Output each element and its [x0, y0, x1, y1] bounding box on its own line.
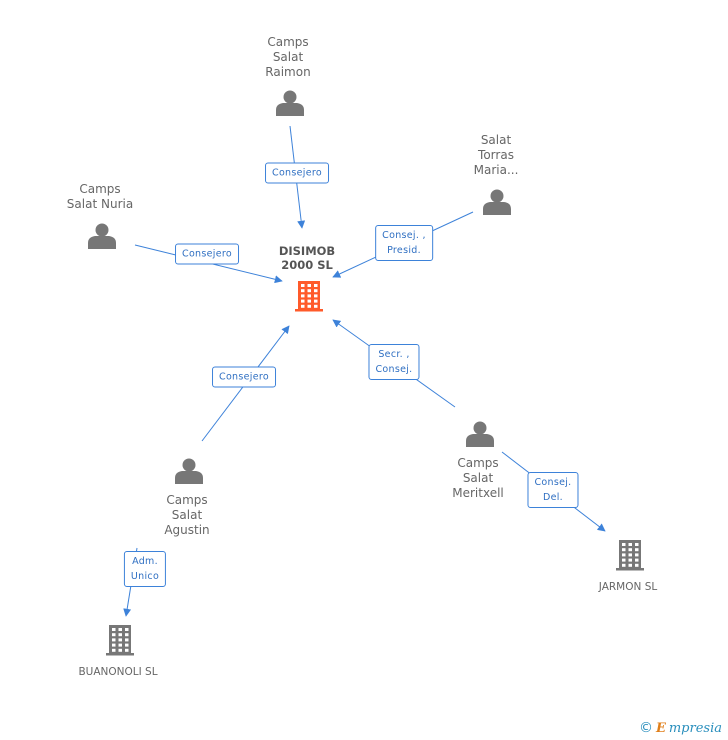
person-name-raimon[interactable]: Camps Salat Raimon [265, 35, 311, 79]
person-name-maria[interactable]: Salat Torras Maria... [473, 133, 519, 177]
person-icon-raimon[interactable] [276, 90, 304, 117]
copyright-symbol: © [638, 720, 653, 736]
relation-badge-agustin-buanonoli[interactable]: Adm. Unico [123, 551, 167, 587]
relation-badge-nuria-center[interactable]: Consejero [175, 243, 239, 265]
person-icon-meritxell[interactable] [466, 421, 494, 448]
company-name-jarmon[interactable]: JARMON SL [598, 581, 658, 593]
person-name-agustin[interactable]: Camps Salat Agustin [164, 493, 210, 537]
relation-badge-meritxell-jarmon[interactable]: Consej. Del. [527, 472, 579, 508]
person-icon-maria[interactable] [483, 189, 511, 216]
building-icon-jarmon[interactable] [616, 540, 644, 571]
person-icon-nuria[interactable] [88, 223, 116, 250]
brand-name: mpresia [668, 720, 722, 736]
person-name-nuria[interactable]: Camps Salat Nuria [66, 182, 134, 211]
brand-initial: E [655, 720, 666, 736]
person-name-meritxell[interactable]: Camps Salat Meritxell [452, 456, 504, 500]
relation-badge-agustin-center[interactable]: Consejero [212, 366, 276, 388]
relation-badge-maria-center[interactable]: Consej. , Presid. [375, 225, 433, 261]
person-icon-agustin[interactable] [175, 458, 203, 485]
center-company-building-icon[interactable] [295, 281, 323, 312]
relation-badge-meritxell-center[interactable]: Secr. , Consej. [368, 344, 420, 380]
relation-badge-raimon-center[interactable]: Consejero [265, 162, 329, 184]
center-company-name[interactable]: DISIMOB 2000 SL [278, 244, 336, 272]
building-icon-buanonoli[interactable] [106, 625, 134, 656]
company-name-buanonoli[interactable]: BUANONOLI SL [78, 666, 158, 678]
